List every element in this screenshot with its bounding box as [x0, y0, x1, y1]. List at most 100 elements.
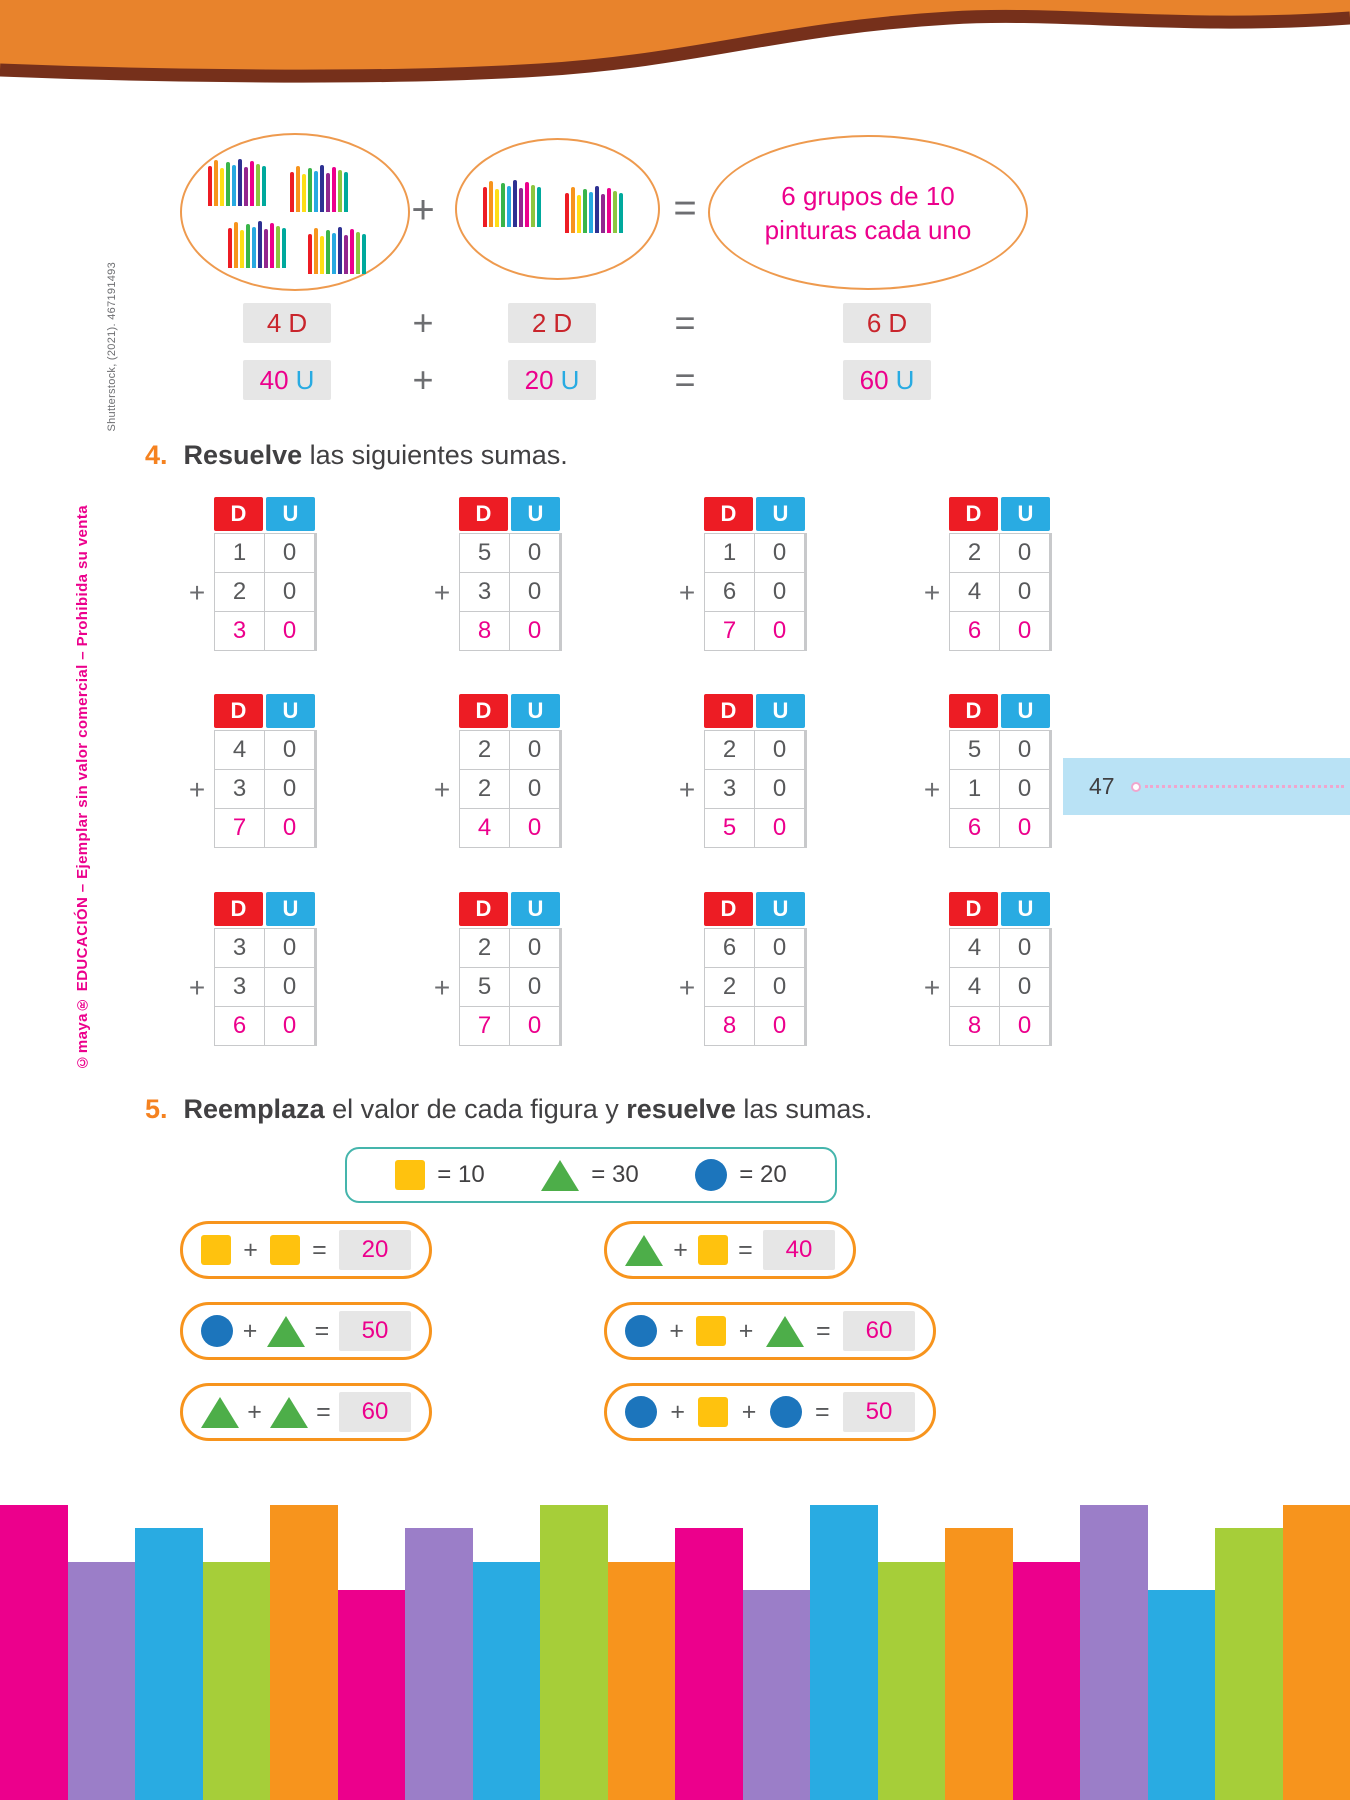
- sum-result-cell: 0: [265, 1007, 314, 1045]
- pencil: [344, 235, 348, 274]
- legend-item-circle: = 20: [695, 1159, 787, 1191]
- pencil: [220, 168, 224, 206]
- pencil: [332, 233, 336, 274]
- units-column-header: U: [756, 892, 805, 926]
- pencil: [362, 234, 366, 274]
- addend-cell: 6: [705, 929, 754, 967]
- legend-value: = 10: [437, 1161, 485, 1188]
- fence-block: [67, 1562, 135, 1800]
- addend-cell: 0: [510, 573, 559, 611]
- tens-value-a: 4 D: [243, 303, 331, 343]
- pencil: [513, 180, 517, 227]
- tens-b-unit: D: [553, 307, 573, 338]
- fence-block: [1215, 1528, 1283, 1800]
- units-result-unit: U: [895, 364, 915, 395]
- tens-column-header: D: [704, 694, 753, 728]
- tens-column-header: D: [949, 892, 998, 926]
- addend-cell: 1: [950, 770, 999, 808]
- circle-shape: [769, 1396, 802, 1428]
- circle-shape: [201, 1315, 233, 1347]
- triangle-shape: [269, 1396, 308, 1428]
- units-column-header: U: [511, 694, 560, 728]
- fence-block: [1012, 1562, 1080, 1800]
- plus-sign: +: [412, 302, 434, 343]
- fence-block: [1282, 1505, 1350, 1800]
- problem-6: ++=50: [604, 1383, 936, 1441]
- triangle-shape: [541, 1159, 580, 1191]
- pencil: [326, 173, 330, 212]
- pencil: [314, 228, 318, 274]
- sum-result-cell: 0: [755, 1007, 804, 1045]
- addend-cell: 0: [1000, 573, 1049, 611]
- pencil: [619, 193, 623, 233]
- sum-result-cell: 0: [510, 809, 559, 847]
- pencil: [489, 181, 493, 227]
- pencil: [338, 170, 342, 212]
- plus-sign: +: [678, 774, 696, 805]
- addend-cell: 6: [705, 573, 754, 611]
- pencil-group-left-oval: [180, 133, 410, 291]
- sum-result-cell: 7: [460, 1007, 509, 1045]
- answer-box: 20: [338, 1230, 411, 1270]
- top-banner: [0, 0, 1350, 95]
- addend-cell: 3: [705, 770, 754, 808]
- sum-result-cell: 6: [950, 809, 999, 847]
- addend-cell: 0: [755, 534, 804, 572]
- pencil: [308, 168, 312, 212]
- pencil: [302, 174, 306, 212]
- pencil: [613, 191, 617, 233]
- answer-box: 60: [842, 1311, 915, 1351]
- fence-block: [540, 1505, 608, 1800]
- sum-result-cell: 0: [1000, 809, 1049, 847]
- copyright-notice: ©maya® EDUCACIÓN – Ejemplar sin valor co…: [74, 505, 91, 1071]
- plus-sign: +: [188, 774, 206, 805]
- units-column-header: U: [266, 497, 315, 531]
- addend-cell: 0: [265, 968, 314, 1006]
- tens-b-number: 2: [531, 307, 547, 338]
- exercise4-heading: 4.Resuelve las siguientes sumas.: [145, 440, 568, 471]
- fence-block: [877, 1562, 945, 1800]
- pencil-group-middle-oval: [455, 138, 660, 280]
- pencil: [519, 188, 523, 227]
- addend-cell: 3: [215, 929, 264, 967]
- plus-sign: +: [433, 774, 451, 805]
- sum-result-cell: 8: [705, 1007, 754, 1045]
- triangle-shape: [266, 1315, 305, 1347]
- square-shape: [201, 1235, 231, 1265]
- units-column-header: U: [266, 694, 315, 728]
- pencil: [270, 223, 274, 268]
- pencil: [208, 166, 212, 206]
- addend-cell: 0: [1000, 968, 1049, 1006]
- fence-block: [810, 1505, 878, 1800]
- result-text-line2: pinturas cada uno: [764, 214, 972, 245]
- plus-sign: +: [670, 1397, 685, 1426]
- problem-3: +=50: [180, 1302, 432, 1360]
- pencil: [320, 236, 324, 274]
- units-column-header: U: [511, 892, 560, 926]
- addend-cell: 4: [215, 731, 264, 769]
- sum-result-cell: 0: [265, 612, 314, 650]
- problem-1: +=20: [180, 1221, 432, 1279]
- shape-value-legend: = 10= 30= 20: [345, 1147, 837, 1203]
- tens-column-header: D: [949, 497, 998, 531]
- tens-a-number: 4: [266, 307, 282, 338]
- equals-sign: =: [314, 1316, 330, 1345]
- pencil: [344, 172, 348, 212]
